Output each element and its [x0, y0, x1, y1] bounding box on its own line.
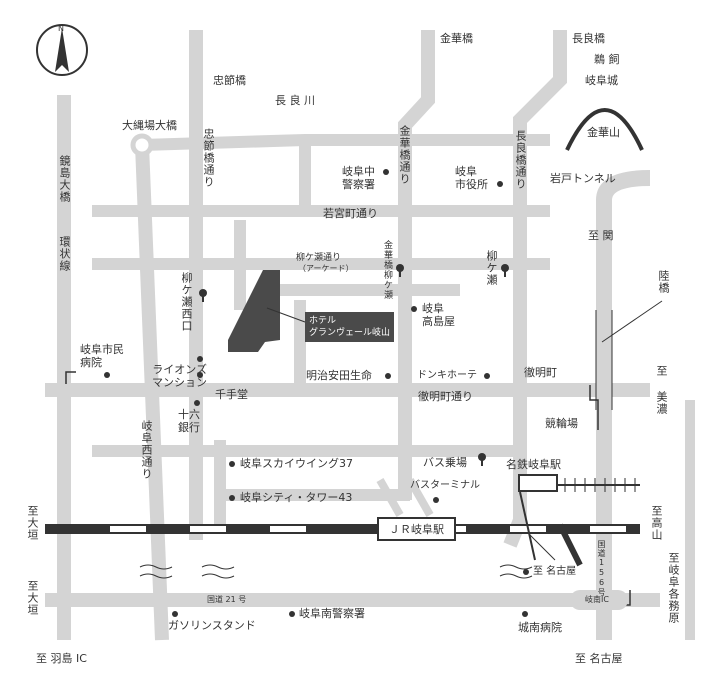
label-to-takayama: 至高山: [650, 505, 663, 541]
bus-stop-icon: [501, 264, 509, 277]
label-to-mino: 至 美濃: [655, 365, 668, 415]
label-to-ogaki-1: 至大垣: [26, 505, 39, 541]
meitetsu-station-box: [518, 474, 558, 492]
hotel-label: ホテル グランヴェール岐山: [305, 312, 395, 342]
label-kinkabashi-yanagase: 金華橋柳ケ瀬: [382, 240, 392, 300]
label-tetsumeicho: 徹明町: [524, 366, 557, 379]
label-to-nagoya-2: 至 名古屋: [575, 652, 623, 665]
label-kinkazan: 金華山: [587, 126, 620, 139]
label-jonan-hospital: 城南病院: [518, 621, 562, 634]
bus-stop-icon: [396, 264, 404, 277]
label-iwato-tunnel: 岩戸トンネル: [550, 172, 616, 185]
kinkazan-mountain: [565, 108, 644, 151]
label-arcade: （アーケード）: [298, 264, 354, 273]
label-gifu-city-hospital: 岐阜市民 病院: [80, 343, 124, 369]
label-gifujo: 岐阜城: [585, 74, 618, 87]
label-to-gifu-kakumuhara: 至岐阜各務原: [667, 552, 680, 624]
label-meiji-yasuda: 明治安田生命: [306, 369, 372, 382]
label-gifu-minami-ic: 岐南IC: [585, 595, 609, 604]
hotel-building: [228, 270, 280, 352]
label-gifu-naka-police: 岐阜中 警察署: [342, 165, 375, 191]
label-chusetsubashi-dori: 忠節橋通り: [202, 128, 215, 188]
label-yanagase-east: 柳ケ瀬: [485, 250, 498, 286]
label-bus-stop: バス乗場: [423, 456, 467, 469]
label-juroku-bank: 十六 銀行: [178, 408, 200, 434]
label-gas-station: ガソリンスタンド: [168, 619, 256, 632]
label-gifu-minami-police: 岐阜南警察署: [299, 607, 365, 620]
road-busterminal-1: [376, 478, 404, 517]
bus-stop-icon: [199, 289, 207, 302]
label-ukai: 鵜 飼: [594, 53, 620, 66]
label-route21: 国道 21 号: [207, 595, 247, 604]
label-gifu-city-hall: 岐阜 市役所: [455, 165, 488, 191]
road-kinkazan-curve: [596, 170, 651, 202]
bus-stop-icon: [478, 453, 486, 466]
road-kinkabashi-dori: [398, 30, 435, 500]
road-busterminal-2: [406, 478, 434, 517]
label-nagarabashi: 長良橋: [572, 32, 605, 45]
roundabout: [130, 133, 154, 157]
label-onawaba-ohashi: 大縄場大橋: [122, 119, 177, 132]
label-nagarabashi-dori: 長良橋通り: [514, 130, 527, 190]
label-donki: ドンキホーテ: [417, 370, 477, 381]
label-to-hashima-ic: 至 羽島 IC: [36, 652, 87, 665]
label-bus-terminal: バスターミナル: [410, 480, 480, 491]
label-gifu-takashimaya: 岐阜 高島屋: [422, 302, 455, 328]
jr-gifu-station: ＪＲ岐阜駅: [377, 517, 456, 541]
compass-icon: [36, 24, 88, 76]
label-tetsumeicho-dori: 徹明町通り: [418, 390, 473, 403]
label-gifu-nishi-dori: 岐阜西通り: [140, 420, 153, 480]
label-route156: 国道156号: [597, 540, 606, 597]
label-nagaragawa: 長 良 川: [275, 94, 315, 107]
label-kanjosen: 環状線: [58, 236, 71, 272]
label-wakamiyacho-dori: 若宮町通り: [323, 207, 378, 220]
label-kinkabashi: 金華橋: [440, 32, 473, 45]
label-keirinjo: 競輪場: [545, 417, 578, 430]
label-senjudo: 千手堂: [215, 388, 248, 401]
label-chusetsubashi: 忠節橋: [213, 74, 246, 87]
label-gifu-skywing: 岐阜スカイウイング37: [240, 457, 353, 470]
jr-line: [45, 524, 640, 534]
label-to-ogaki-2: 至大垣: [26, 580, 39, 616]
label-yanagase-dori: 柳ケ瀬通り: [296, 253, 342, 263]
compass-north-label: N: [58, 24, 64, 33]
label-to-nagoya-1: 至 名古屋: [533, 566, 577, 577]
label-lions-mansion: ライオンズ マンション: [152, 363, 207, 389]
label-rikkyo: 陸橋: [657, 270, 670, 294]
label-kyoshimaohashi: 鏡島大橋: [58, 155, 71, 203]
label-yanagase-nishiguchi: 柳ケ瀬西口: [180, 272, 193, 332]
label-kinkabashi-dori: 金華橋通り: [398, 125, 411, 185]
label-meitetsu-gifu: 名鉄岐阜駅: [506, 458, 561, 471]
label-gifu-city-tower: 岐阜シティ・タワー43: [240, 491, 353, 504]
label-to-seki: 至 関: [588, 229, 614, 242]
